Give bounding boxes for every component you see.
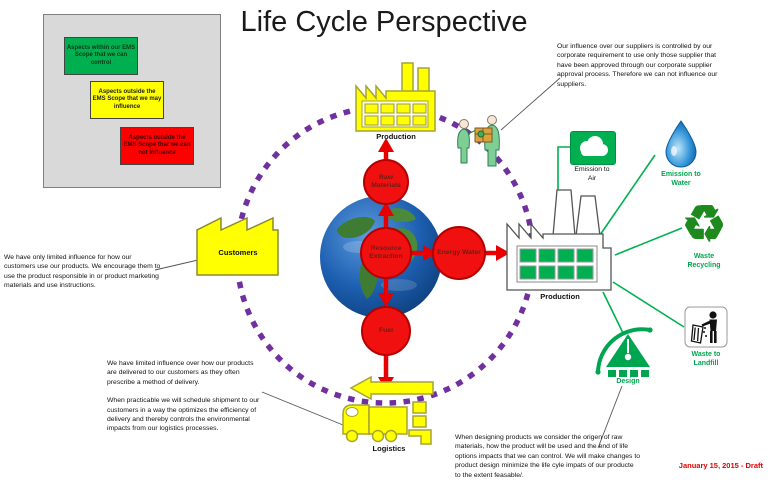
resource-extraction-label: Resource Extraction (369, 245, 403, 260)
production-top (350, 62, 442, 132)
legend-box: Aspects within our EMS Scope that we can… (43, 14, 221, 188)
logistics-label: Logistics (372, 444, 406, 453)
customers-node (193, 213, 283, 277)
design-compass-icon (595, 327, 653, 377)
litter-disposal-icon (684, 306, 728, 348)
customers-note: We have only limited influence for how o… (4, 254, 161, 290)
page-title: Life Cycle Perspective (240, 6, 528, 38)
logistics-node (335, 374, 445, 446)
recycle-icon: ♻ (681, 196, 727, 252)
connector-logistics-note (261, 391, 344, 426)
waste-landfill-node (684, 306, 728, 348)
emission-water-node (661, 119, 701, 169)
energy-water-label: Energy Water (437, 249, 481, 257)
customers-building-icon (196, 216, 279, 276)
line-to-waste-recycling (614, 227, 683, 256)
line-to-design (602, 291, 624, 334)
legend-item-control: Aspects within our EMS Scope that we can… (64, 37, 138, 75)
line-to-waste-landfill (612, 281, 685, 328)
node-raw-materials: Raw Materials (363, 159, 409, 205)
logistics-note-p2: When practicable we will schedule shipme… (107, 397, 260, 433)
legend-item-influence: Aspects outside the EMS Scope that we ma… (90, 81, 164, 119)
design-node (592, 322, 664, 380)
factory-yellow-icon (355, 62, 436, 132)
legend-item-no-influence: Aspects outside the EMS Scope that we ca… (120, 127, 194, 165)
people-exchange-icon (457, 115, 500, 167)
emission-air-node (570, 131, 616, 165)
production-right-label: Production (540, 292, 580, 301)
production-top-label: Production (376, 132, 416, 141)
connector-customers-note (154, 259, 199, 271)
waste-landfill-label: Waste to Landfill (691, 351, 721, 368)
design-label: Design (616, 378, 640, 385)
node-fuel: Fuel (361, 306, 411, 356)
factory-white-icon (506, 189, 612, 291)
emission-air-label: Emission to Air (574, 166, 610, 182)
design-note: When designing products we consider the … (455, 434, 640, 479)
fuel-label: Fuel (379, 327, 393, 335)
waste-recycling-label: Waste Recycling (687, 253, 721, 270)
truck-icon (342, 375, 434, 445)
production-right (503, 188, 615, 292)
connector-design-note (597, 385, 623, 449)
logistics-note-p1: We have limited influence over how our p… (107, 360, 254, 386)
node-energy-water: Energy Water (432, 226, 486, 280)
node-resource-extraction: Resource Extraction (360, 227, 412, 279)
customers-label: Customers (218, 248, 258, 257)
logistics-note: We have limited influence over how our p… (107, 359, 261, 434)
water-drop-icon (665, 120, 697, 168)
cloud-icon (580, 136, 608, 156)
emission-water-label: Emission to Water (661, 171, 701, 188)
suppliers-note: Our influence over our suppliers is cont… (557, 43, 718, 88)
connector-suppliers-note (500, 77, 561, 131)
suppliers-figures (448, 108, 512, 172)
date-stamp: January 15, 2015 - Draft (678, 461, 763, 470)
line-to-emission-water (599, 154, 656, 236)
raw-materials-label: Raw Materials (371, 174, 401, 189)
